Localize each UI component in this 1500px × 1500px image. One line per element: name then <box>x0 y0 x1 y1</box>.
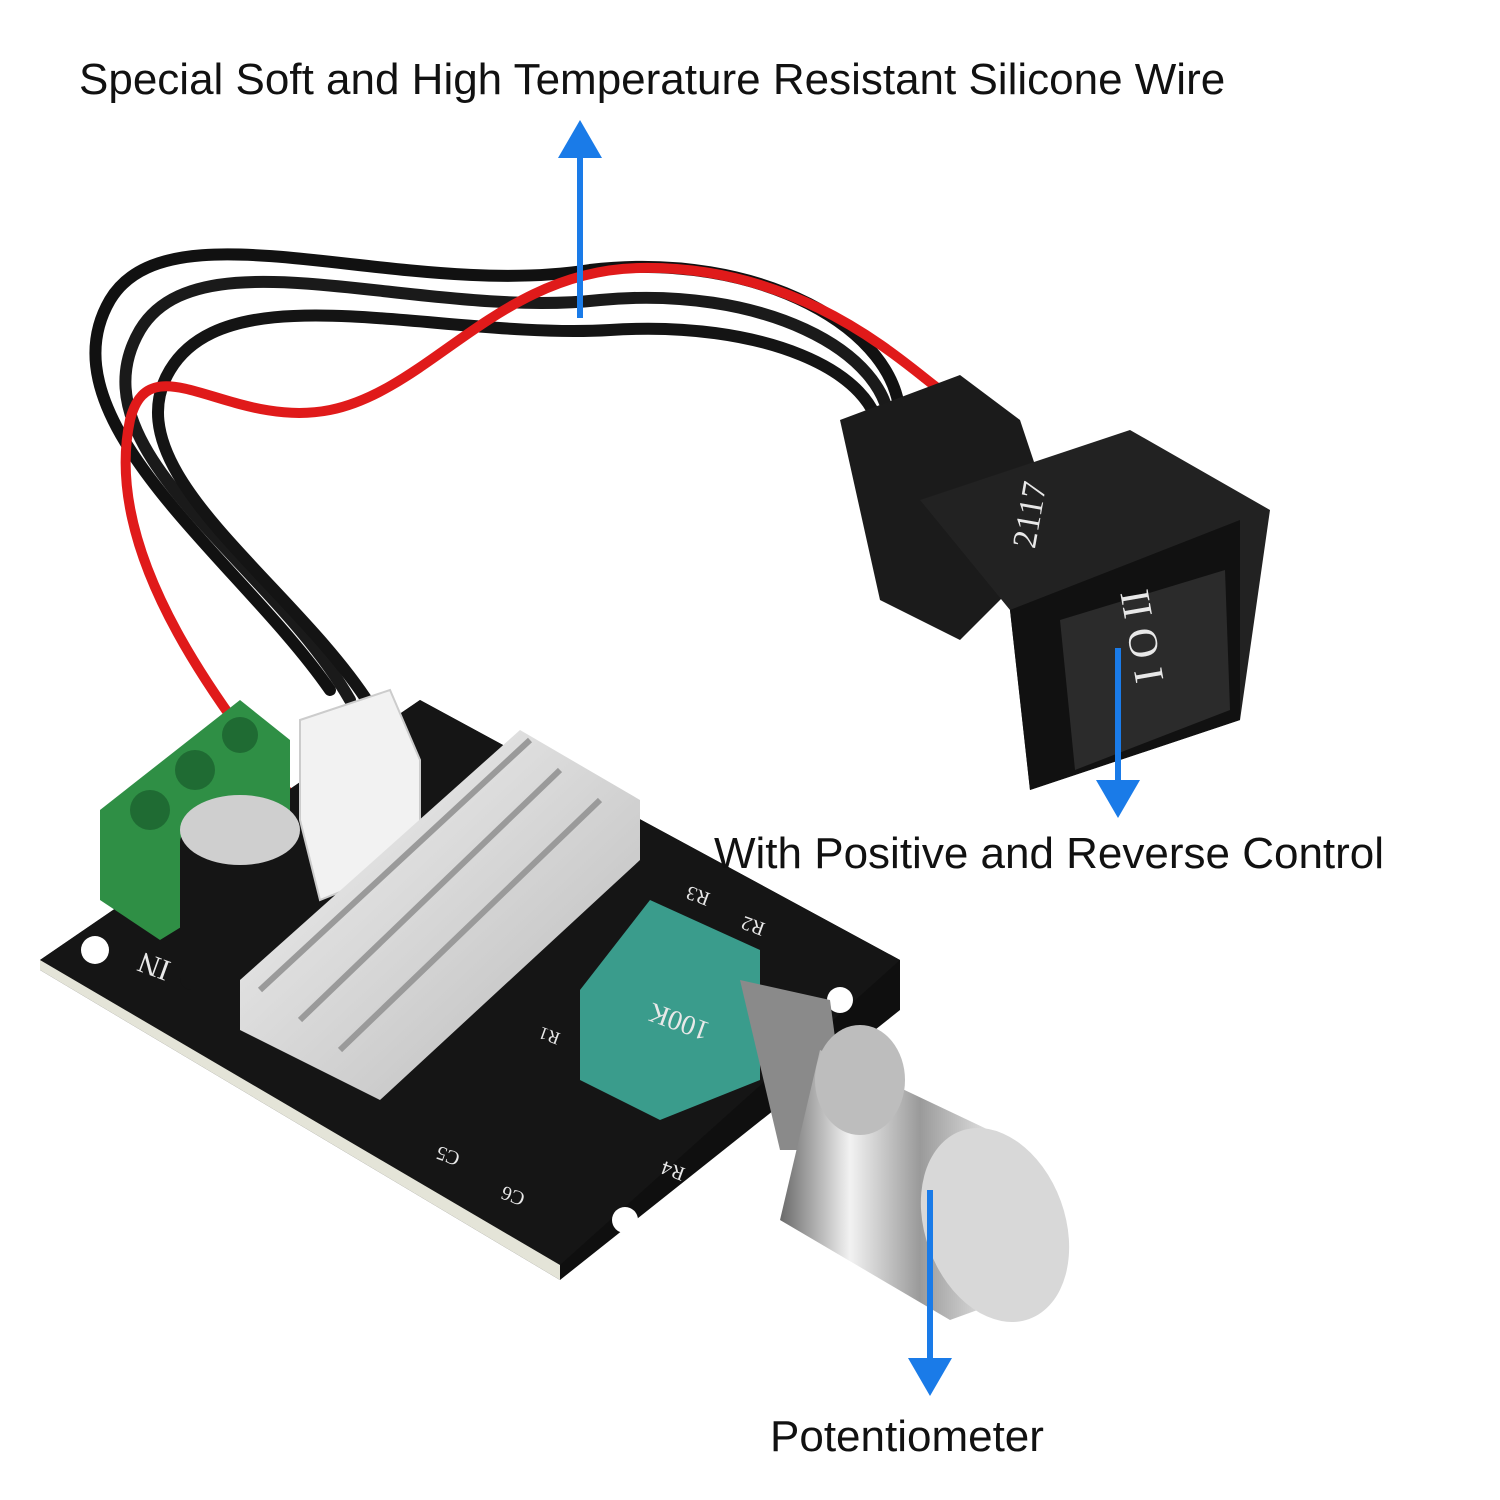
arrow-up-icon <box>558 120 602 318</box>
capacitor <box>180 795 300 990</box>
heatsink <box>240 730 640 1100</box>
callout-positive-reverse-control: With Positive and Reverse Control <box>714 829 1385 878</box>
rocker-switch: I O II 2117 <box>840 375 1270 790</box>
arrow-down-icon <box>1096 648 1140 818</box>
callout-potentiometer: Potentiometer <box>770 1412 1044 1461</box>
potentiometer-knob <box>780 1025 1070 1322</box>
wire-harness <box>89 248 945 825</box>
callout-silicone-wire: Special Soft and High Temperature Resist… <box>79 55 1226 104</box>
arrow-down-icon <box>908 1190 952 1396</box>
potentiometer-body: 100K <box>580 900 850 1150</box>
